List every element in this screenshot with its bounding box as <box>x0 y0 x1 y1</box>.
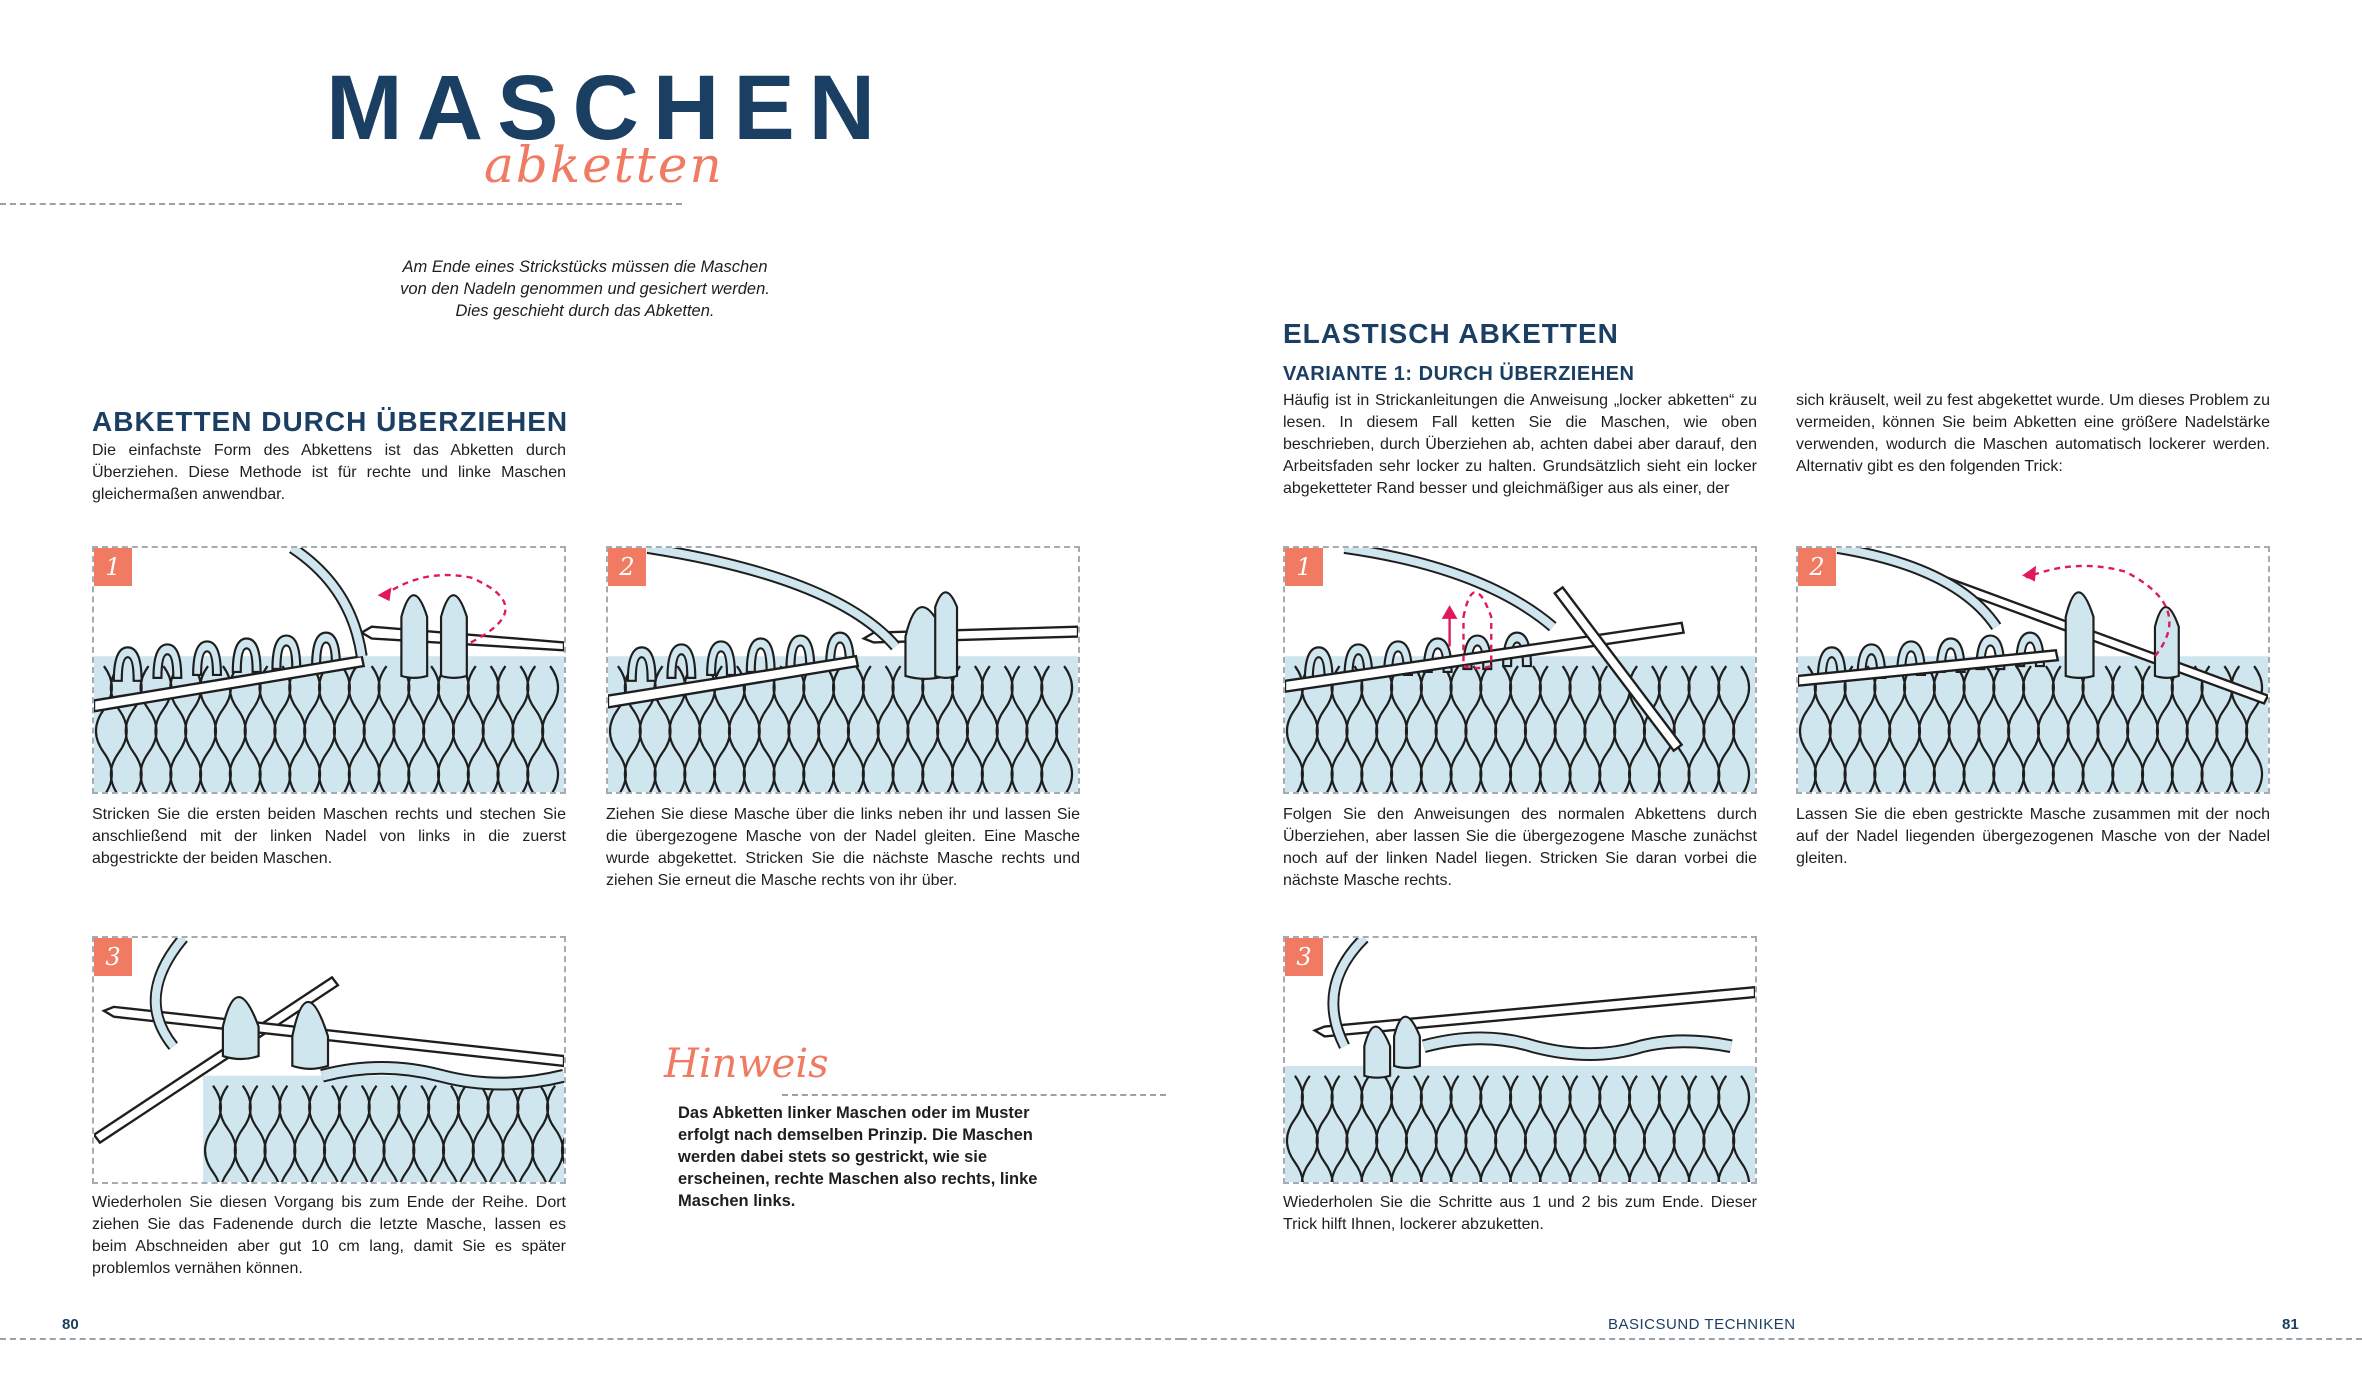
intro-line: Am Ende eines Strickstücks müssen die Ma… <box>402 258 768 276</box>
knitting-illustration <box>1285 938 1755 1182</box>
figure-right-2: 2 <box>1796 546 2270 794</box>
step-badge: 2 <box>1798 548 1836 586</box>
left-needle <box>608 654 860 709</box>
figure-left-3-caption: Wiederholen Sie diesen Vorgang bis zum E… <box>92 1194 566 1277</box>
page-number-left: 80 <box>62 1316 79 1333</box>
step-badge: 3 <box>94 938 132 976</box>
footer-divider-right <box>1181 1338 2362 1340</box>
hint-title: Hinweis <box>664 1041 829 1087</box>
figure-left-1: 1 <box>92 546 566 794</box>
hint-text: Das Abketten linker Maschen oder im Must… <box>678 1104 1038 1210</box>
step-badge: 1 <box>1285 548 1323 586</box>
left-needle <box>94 654 366 713</box>
running-title: BASICSUND TECHNIKEN <box>1608 1316 1796 1333</box>
figure-left-2: 2 <box>606 546 1080 794</box>
right-section-body-col2: sich kräuselt, weil zu fest abgekettet w… <box>1796 392 2270 475</box>
page-subtitle: abketten <box>484 136 724 194</box>
figure-right-3: 3 <box>1283 936 1757 1184</box>
left-section-body: Die einfachste Form des Abkettens ist da… <box>92 442 566 503</box>
figure-left-1-caption: Stricken Sie die ersten beiden Maschen r… <box>92 806 566 867</box>
right-needle <box>101 1005 564 1068</box>
knitting-illustration <box>94 938 564 1182</box>
figure-left-3: 3 <box>92 936 566 1184</box>
hint-divider <box>782 1094 1166 1096</box>
intro-text: Am Ende eines Strickstücks müssen die Ma… <box>330 256 840 322</box>
figure-right-1-caption: Folgen Sie den Anweisungen des normalen … <box>1283 806 1757 889</box>
step-badge: 1 <box>94 548 132 586</box>
knitting-illustration <box>608 548 1078 792</box>
needle <box>1312 986 1755 1038</box>
right-section-heading: ELASTISCH ABKETTEN <box>1283 318 1619 349</box>
left-needle <box>1285 621 1686 693</box>
right-needle <box>1553 585 1684 753</box>
page-title: MASCHEN <box>326 57 890 159</box>
step-badge: 2 <box>608 548 646 586</box>
figure-right-3-caption: Wiederholen Sie die Schritte aus 1 und 2… <box>1283 1194 1757 1233</box>
intro-line: Dies geschieht durch das Abketten. <box>455 302 715 320</box>
step-badge: 3 <box>1285 938 1323 976</box>
right-section-body-col1: Häufig ist in Strickanleitungen die Anwe… <box>1283 392 1757 497</box>
figure-right-1: 1 <box>1283 546 1757 794</box>
page-number-right: 81 <box>2282 1316 2299 1333</box>
left-section-heading: ABKETTEN DURCH ÜBERZIEHEN <box>92 406 569 437</box>
footer-divider-left <box>0 1338 1181 1340</box>
title-divider <box>0 203 682 205</box>
knitting-illustration <box>94 548 564 792</box>
figure-left-2-caption: Ziehen Sie diese Masche über die links n… <box>606 806 1080 889</box>
intro-line: von den Nadeln genommen und gesichert we… <box>400 280 770 298</box>
knitting-illustration <box>1285 548 1755 792</box>
knitting-illustration <box>1798 548 2268 792</box>
right-section-subheading: VARIANTE 1: DURCH ÜBERZIEHEN <box>1283 363 1635 385</box>
left-needle <box>1798 649 2060 687</box>
figure-right-2-caption: Lassen Sie die eben gestrickte Masche zu… <box>1796 806 2270 867</box>
